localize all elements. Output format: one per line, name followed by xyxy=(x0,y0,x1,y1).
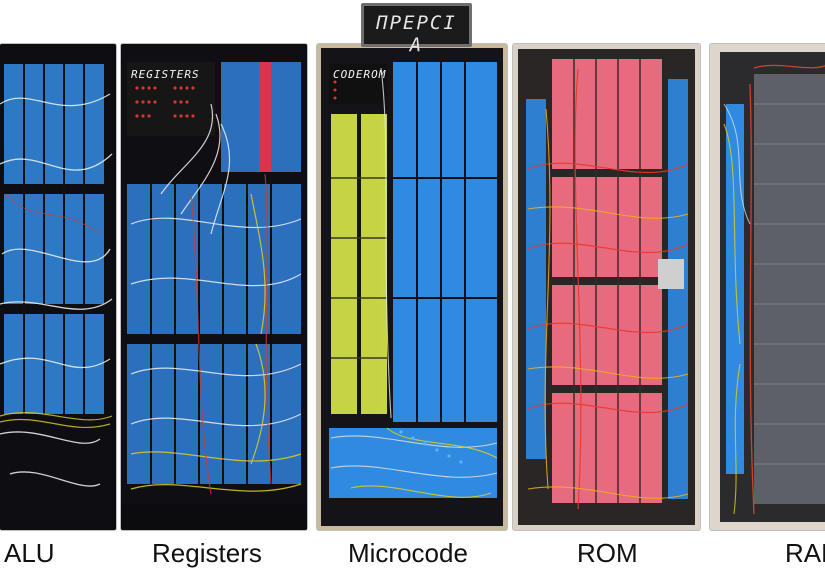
microcode-label: Microcode xyxy=(348,538,468,568)
registers-panel-caption: REGISTERS xyxy=(131,68,200,81)
ram-cabinet-art xyxy=(710,44,825,530)
microcode-cabinet-art xyxy=(321,48,503,526)
display-sign: ΠΡΕΡCΙ Α xyxy=(361,3,472,56)
alu-cabinet xyxy=(0,44,116,530)
rom-label: ROM xyxy=(577,538,638,568)
microcode-panel-caption: CODEROM xyxy=(333,68,387,81)
display-sign-text: ΠΡΕΡCΙ Α xyxy=(376,12,457,56)
rom-cabinet-art xyxy=(518,49,695,525)
alu-label: ALU xyxy=(4,538,55,568)
ram-cabinet xyxy=(710,44,825,530)
registers-cabinet-art xyxy=(121,44,307,530)
rom-cabinet xyxy=(513,44,700,530)
alu-cabinet-art xyxy=(0,44,116,530)
ram-label: RAM xyxy=(785,538,825,568)
registers-label: Registers xyxy=(152,538,262,568)
microcode-cabinet: CODEROM xyxy=(317,44,507,530)
registers-cabinet: REGISTERS xyxy=(121,44,307,530)
